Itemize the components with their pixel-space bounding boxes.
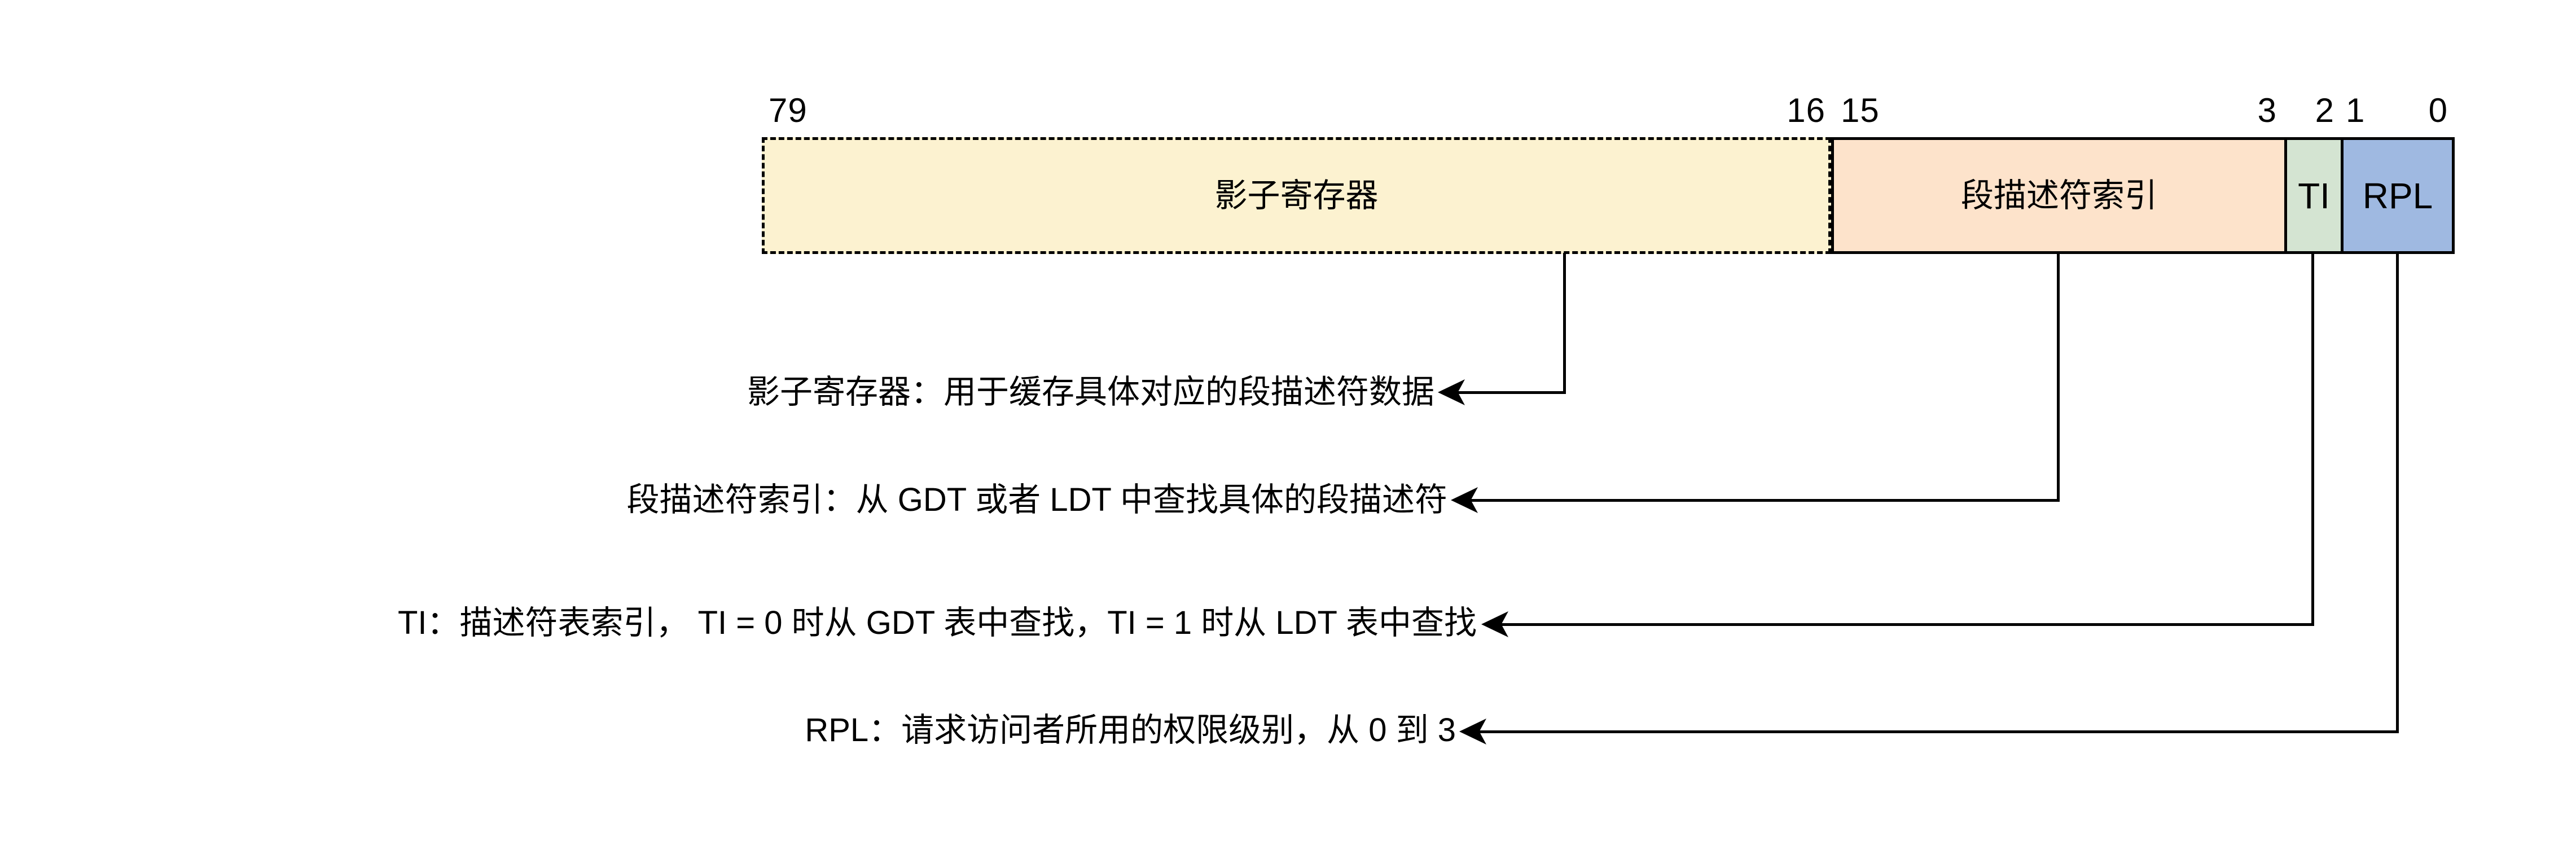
connector-shadow-horizontal-line: [1448, 391, 1566, 394]
bit-label-0: 0: [2428, 91, 2448, 129]
rpl-field: RPL: [2341, 140, 2452, 251]
rpl-label: RPL: [2362, 175, 2433, 216]
annotation-descriptor-index: 段描述符索引：从 GDT 或者 LDT 中查找具体的段描述符: [626, 481, 1447, 518]
shadow-register-label: 影子寄存器: [1214, 177, 1379, 214]
annotation-shadow-register: 影子寄存器：用于缓存具体对应的段描述符数据: [747, 374, 1434, 410]
segment-selector-box: 段描述符索引 TI RPL: [1831, 137, 2455, 254]
bit-label-3: 3: [2257, 91, 2277, 129]
bit-label-16: 16: [1787, 91, 1825, 129]
connector-index-vertical-line: [2057, 253, 2060, 502]
shadow-register-field: 影子寄存器: [762, 137, 1831, 254]
ti-field: TI: [2284, 140, 2341, 251]
descriptor-index-field: 段描述符索引: [1834, 140, 2284, 251]
bit-label-15: 15: [1841, 91, 1880, 129]
connector-shadow-vertical-line: [1563, 253, 1566, 393]
connector-rpl-vertical-line: [2396, 253, 2399, 733]
connector-ti-horizontal-line: [1491, 623, 2314, 626]
bit-label-2: 2: [2315, 91, 2334, 129]
bit-label-1: 1: [2346, 91, 2366, 129]
annotation-ti: TI：描述符表索引， TI = 0 时从 GDT 表中查找，TI = 1 时从 …: [397, 605, 1477, 641]
connector-rpl-horizontal-line: [1469, 730, 2399, 733]
ti-label: TI: [2298, 175, 2330, 216]
connector-ti-vertical-line: [2311, 253, 2314, 626]
connector-index-horizontal-line: [1461, 499, 2060, 502]
descriptor-index-label: 段描述符索引: [1960, 177, 2157, 214]
annotation-rpl: RPL：请求访问者所用的权限级别，从 0 到 3: [805, 712, 1456, 748]
bit-label-79: 79: [769, 91, 808, 129]
